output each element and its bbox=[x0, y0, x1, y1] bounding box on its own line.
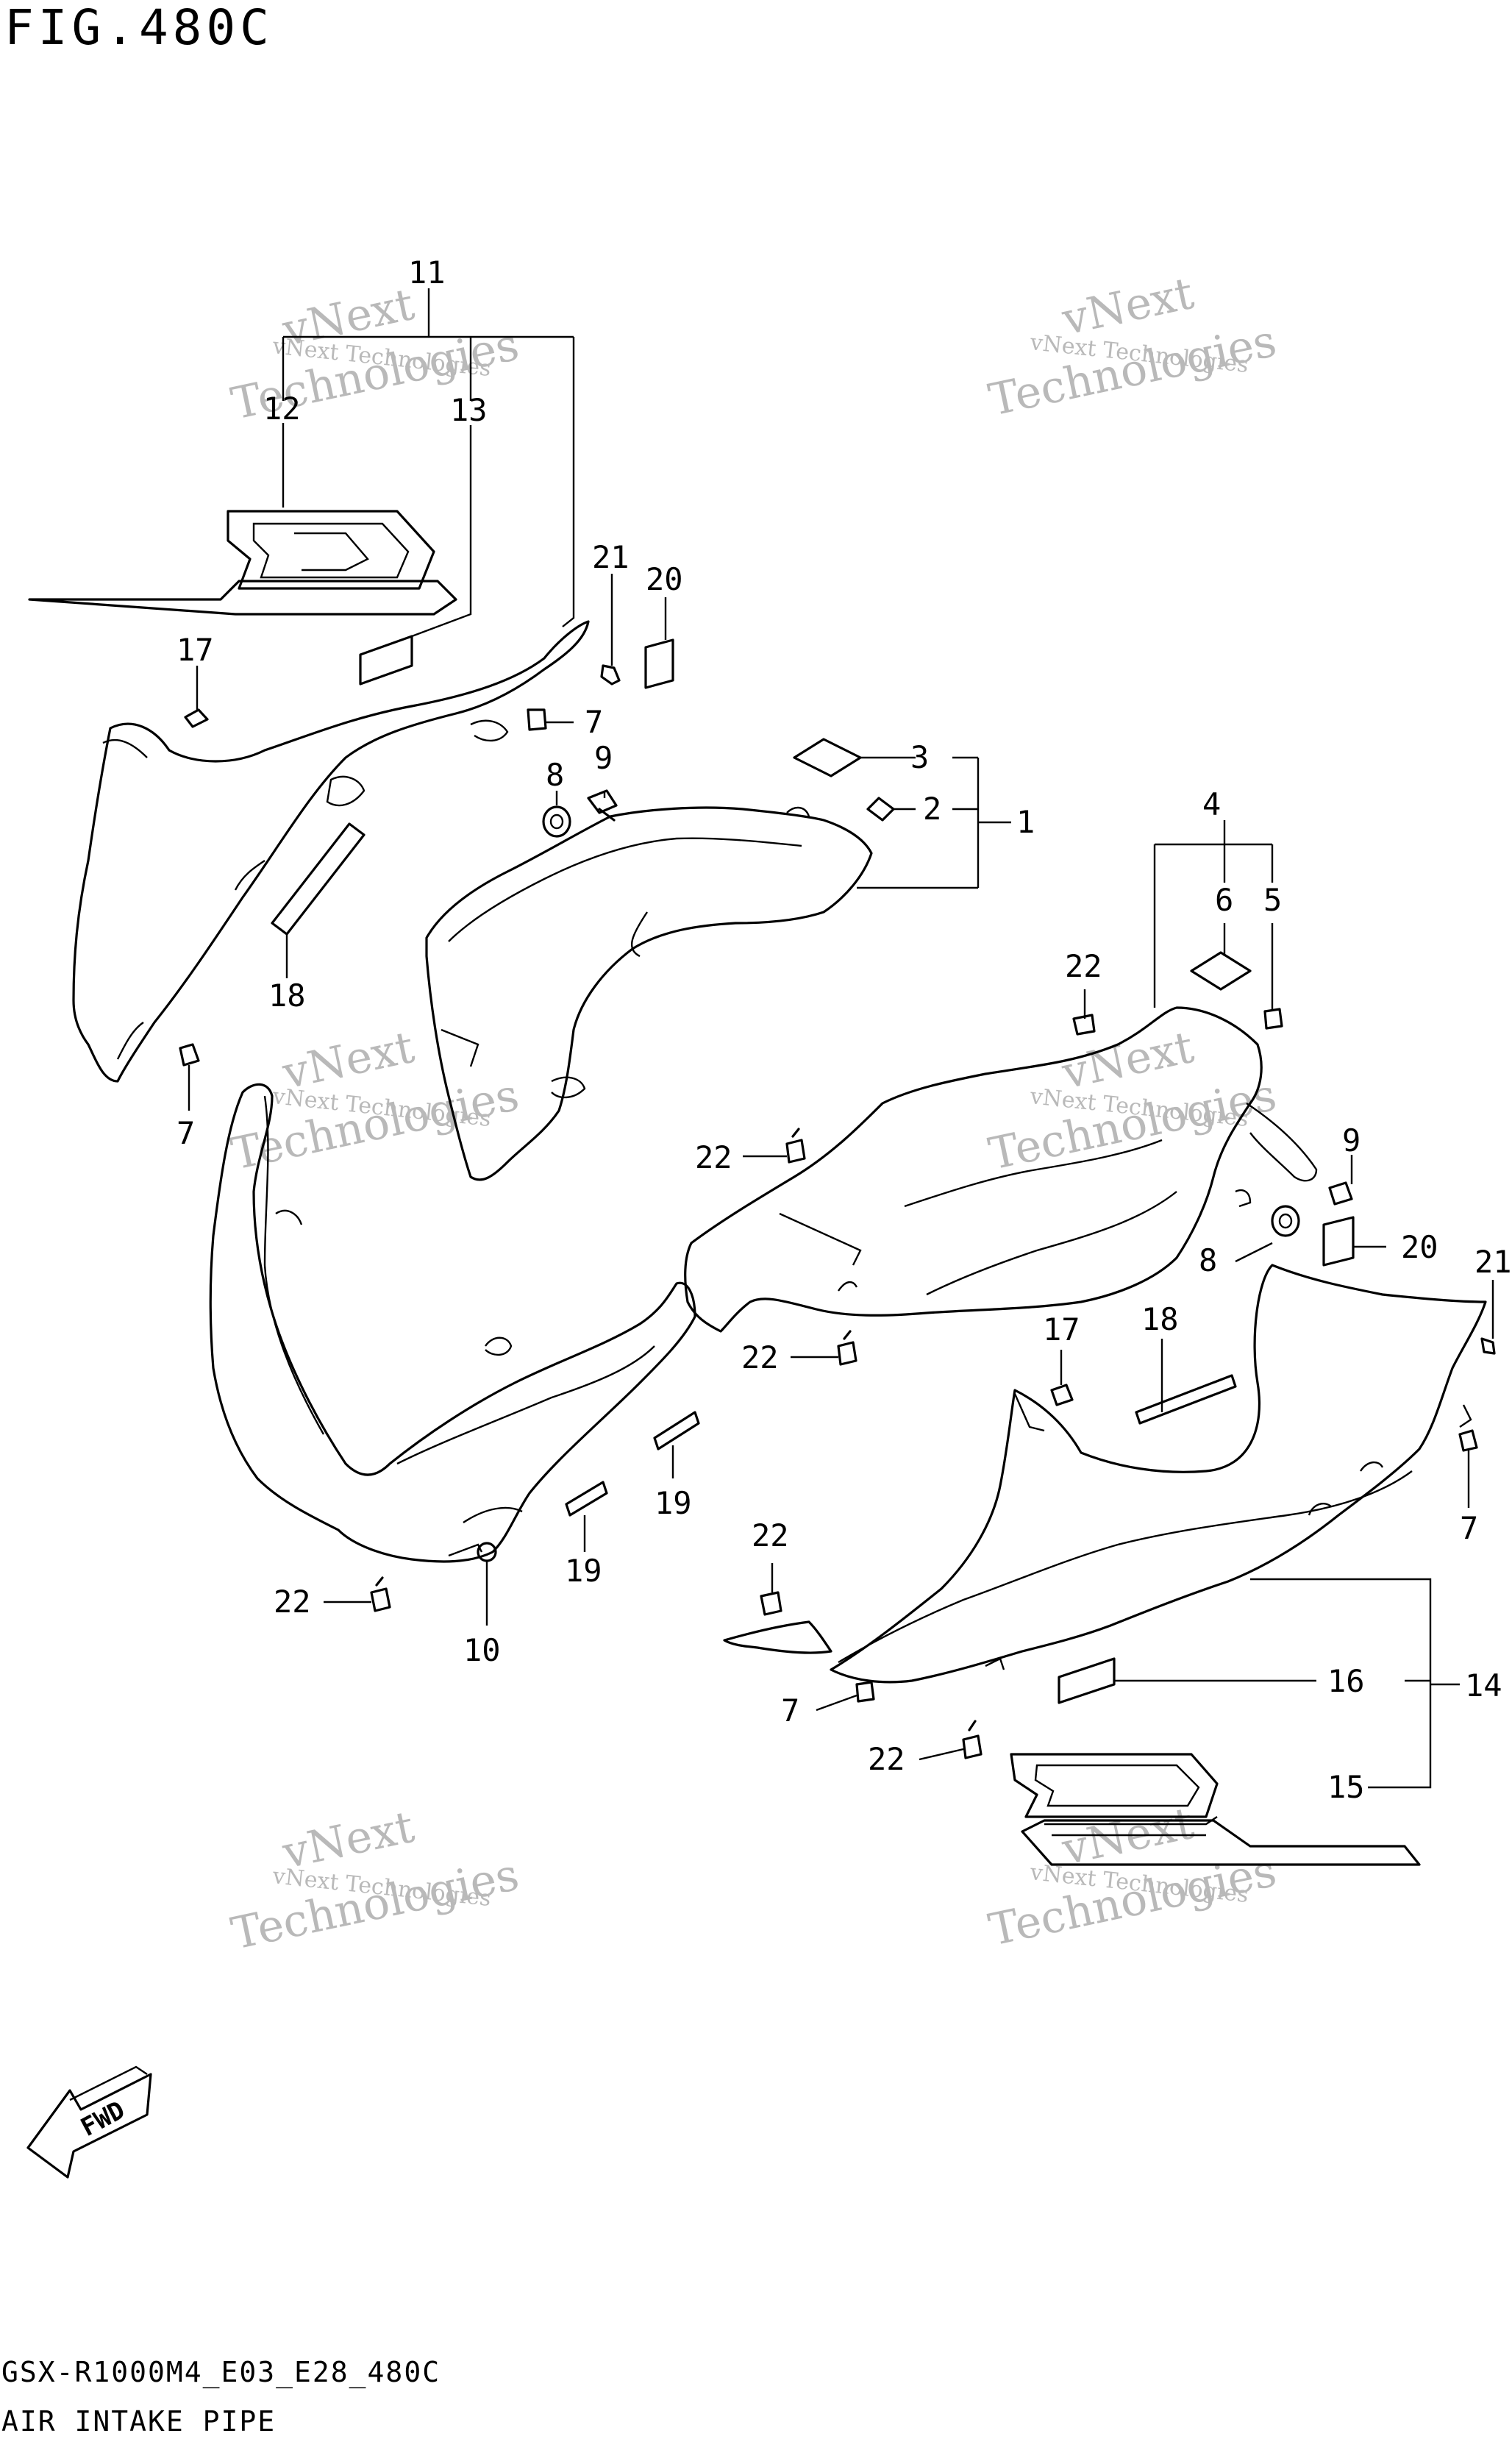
callout-1: 1 bbox=[1016, 804, 1035, 840]
sticker-18-left bbox=[271, 822, 365, 936]
callout-10: 10 bbox=[463, 1632, 501, 1668]
sticker-5 bbox=[1263, 1008, 1283, 1030]
screw-17-upper bbox=[184, 708, 209, 728]
rivet-22-mid-lower bbox=[837, 1330, 857, 1366]
right-cowl-lower bbox=[830, 1264, 1487, 1684]
callout-13: 13 bbox=[450, 392, 488, 428]
sticker-13 bbox=[359, 635, 413, 686]
nut-7-lower bbox=[855, 1681, 875, 1703]
sticker-19-b bbox=[565, 1481, 608, 1517]
nut-7-upper bbox=[527, 708, 547, 731]
sticker-20-right bbox=[1322, 1216, 1355, 1267]
sticker-16 bbox=[1058, 1657, 1116, 1704]
callout-7-left: 7 bbox=[176, 1115, 195, 1151]
callout-16: 16 bbox=[1327, 1663, 1365, 1699]
callout-6: 6 bbox=[1215, 882, 1233, 918]
callout-21-upper: 21 bbox=[592, 539, 630, 575]
callout-20-right: 20 bbox=[1401, 1229, 1438, 1265]
callout-22-mid: 22 bbox=[695, 1139, 732, 1175]
screw-17-right bbox=[1050, 1384, 1074, 1406]
callout-18-left: 18 bbox=[268, 978, 306, 1014]
callout-labels: 11 12 13 21 20 17 7 8 9 3 2 1 18 7 4 6 5… bbox=[176, 254, 1512, 1805]
callout-14: 14 bbox=[1465, 1667, 1502, 1704]
callout-7-upper: 7 bbox=[585, 704, 603, 740]
sticker-6 bbox=[1190, 951, 1252, 991]
watermark-middle-right: vNext Technologies vNext Technologies bbox=[985, 1022, 1281, 1181]
clip-21-right bbox=[1480, 1337, 1496, 1355]
sticker-20-upper bbox=[644, 638, 674, 689]
sticker-19-a bbox=[653, 1411, 700, 1450]
sticker-18-right bbox=[1135, 1374, 1237, 1425]
callout-4: 4 bbox=[1202, 786, 1221, 822]
air-intake-pipe bbox=[425, 806, 873, 1181]
emblem-decal-right bbox=[1010, 1753, 1421, 1866]
callout-7-right: 7 bbox=[1460, 1510, 1478, 1546]
rivet-22-left bbox=[370, 1576, 391, 1612]
callout-20-upper: 20 bbox=[646, 561, 683, 597]
emblem-decal-left bbox=[28, 510, 457, 616]
inner-cowl-right bbox=[684, 1006, 1318, 1333]
left-cowl-upper bbox=[72, 620, 590, 1083]
callout-22-left: 22 bbox=[274, 1584, 311, 1620]
callout-5: 5 bbox=[1263, 882, 1282, 918]
figure-title: FIG.480C bbox=[4, 0, 274, 56]
callout-19-b: 19 bbox=[565, 1553, 602, 1589]
fwd-label: FWD bbox=[76, 2096, 129, 2143]
callout-18-right: 18 bbox=[1141, 1301, 1179, 1337]
sticker-3 bbox=[793, 738, 862, 777]
forward-direction-arrow: FWD bbox=[26, 2065, 152, 2179]
rivet-22-mid-upper bbox=[1072, 1014, 1096, 1036]
callout-8-right: 8 bbox=[1199, 1242, 1217, 1278]
nut-7-right bbox=[1458, 1429, 1478, 1452]
callout-7-lower: 7 bbox=[781, 1692, 799, 1729]
callout-8-upper: 8 bbox=[546, 757, 564, 793]
bolt-9-right bbox=[1328, 1181, 1353, 1206]
callout-22-mid-upper: 22 bbox=[1065, 948, 1102, 984]
callout-3: 3 bbox=[910, 739, 929, 775]
callout-9-right: 9 bbox=[1342, 1122, 1361, 1158]
watermark-top-right: vNext Technologies vNext Technologies bbox=[985, 268, 1281, 427]
grommet-8-upper bbox=[542, 805, 571, 838]
callout-22-mid-lower: 22 bbox=[741, 1339, 779, 1375]
watermark-bottom-left: vNext Technologies vNext Technologies bbox=[227, 1801, 524, 1960]
grommet-8-right bbox=[1271, 1205, 1300, 1237]
callout-21-right: 21 bbox=[1474, 1244, 1512, 1280]
clip-21-upper bbox=[600, 664, 621, 686]
callout-22-bottom: 22 bbox=[868, 1741, 905, 1777]
sticker-2 bbox=[866, 797, 895, 822]
rivet-22-bottom bbox=[962, 1720, 983, 1759]
callout-9-upper: 9 bbox=[594, 740, 613, 776]
callout-11: 11 bbox=[408, 254, 446, 291]
callout-12: 12 bbox=[263, 391, 301, 427]
leader-lines bbox=[188, 288, 1494, 1789]
callout-2: 2 bbox=[923, 791, 941, 827]
inner-cowl-left bbox=[209, 1083, 696, 1563]
nut-7-left bbox=[179, 1043, 200, 1067]
callout-17-upper: 17 bbox=[176, 632, 214, 668]
diagram-caption: AIR INTAKE PIPE bbox=[1, 2405, 276, 2438]
callout-15: 15 bbox=[1327, 1769, 1365, 1805]
callout-19-a: 19 bbox=[655, 1485, 692, 1521]
callout-17-right: 17 bbox=[1043, 1311, 1080, 1348]
bolt-9-upper bbox=[587, 789, 618, 822]
right-cowl-tail bbox=[723, 1620, 832, 1654]
callout-22-lower-right: 22 bbox=[752, 1517, 789, 1553]
rivet-22-lower-right bbox=[760, 1591, 782, 1616]
diagram-code: GSX-R1000M4_E03_E28_480C bbox=[1, 2356, 441, 2389]
rivet-22-mid bbox=[785, 1128, 806, 1164]
